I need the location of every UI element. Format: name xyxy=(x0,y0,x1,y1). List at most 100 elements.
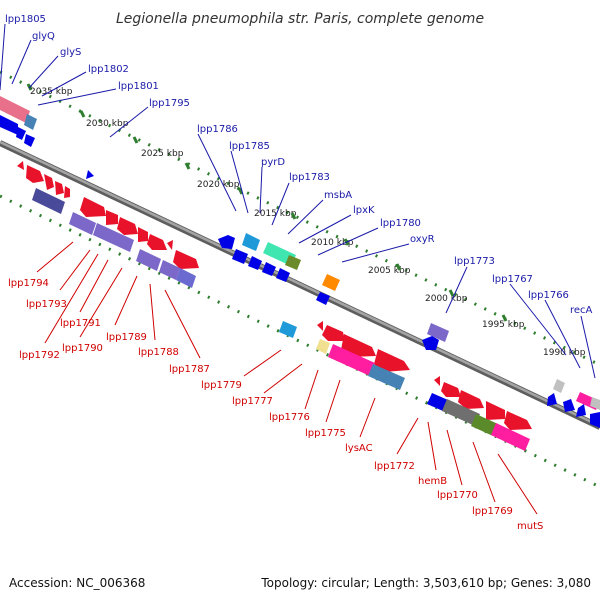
backbone-line-light xyxy=(0,140,600,428)
gene-label-lpp1773[interactable]: lpp1773 xyxy=(445,256,495,314)
gene-label-lpp1805[interactable]: lpp1805 xyxy=(0,14,46,91)
gene-feature xyxy=(106,210,118,225)
gene-feature xyxy=(341,334,376,357)
scale-tick-label: 2025 kbp xyxy=(141,149,184,159)
gene-label-lysac[interactable]: lysAC xyxy=(345,397,376,454)
gene-label-text: lpp1783 xyxy=(289,172,330,183)
scale-tick-label: 2015 kbp xyxy=(254,209,297,219)
gene-label-lpp1793[interactable]: lpp1793 xyxy=(26,249,91,310)
gene-label-glys[interactable]: glyS xyxy=(28,47,81,89)
gene-feature xyxy=(136,249,161,271)
gene-label-text: lpp1801 xyxy=(118,81,159,92)
gene-label-lpp1801[interactable]: lpp1801 xyxy=(37,81,159,106)
gene-label-lpp1802[interactable]: lpp1802 xyxy=(41,64,129,97)
gene-feature xyxy=(279,321,297,338)
gene-label-lpp1769[interactable]: lpp1769 xyxy=(472,441,513,517)
gene-label-lpp1766[interactable]: lpp1766 xyxy=(528,290,581,369)
gene-feature xyxy=(173,250,199,269)
gene-label-msba[interactable]: msbA xyxy=(287,190,352,235)
gene-label-text: lpxK xyxy=(353,205,375,216)
gene-label-lpp1788[interactable]: lpp1788 xyxy=(138,283,179,358)
gene-feature xyxy=(218,235,235,249)
gene-feature xyxy=(427,323,449,342)
gene-label-text: lpp1792 xyxy=(19,350,60,361)
gene-feature xyxy=(17,161,24,170)
gene-label-lpp1780[interactable]: lpp1780 xyxy=(317,218,421,256)
gene-feature xyxy=(368,364,405,390)
gene-feature xyxy=(24,114,37,130)
gene-label-text: lpp1769 xyxy=(472,506,513,517)
gene-label-oxyr[interactable]: oxyR xyxy=(341,234,435,263)
gene-feature xyxy=(24,134,35,147)
gene-label-text: glyS xyxy=(60,47,81,58)
gene-feature xyxy=(117,217,138,235)
gene-feature xyxy=(322,274,340,291)
gene-label-lpp1770[interactable]: lpp1770 xyxy=(437,429,478,501)
gene-label-reca[interactable]: recA xyxy=(570,305,596,379)
gene-feature xyxy=(576,404,586,417)
gene-label-text: pyrD xyxy=(261,157,285,168)
gene-feature xyxy=(147,234,167,250)
gene-label-text: lpp1793 xyxy=(26,299,67,310)
gene-label-glyq[interactable]: glyQ xyxy=(11,31,55,85)
gene-label-text: lpp1786 xyxy=(197,124,238,135)
scale-tick-label: 2020 kbp xyxy=(197,180,240,190)
gene-feature xyxy=(0,115,18,135)
gene-feature xyxy=(434,376,440,386)
gene-label-text: msbA xyxy=(324,190,352,201)
gene-label-text: lpp1788 xyxy=(138,347,179,358)
gene-label-pyrd[interactable]: pyrD xyxy=(259,157,285,214)
gene-feature xyxy=(422,336,439,350)
genome-backbone xyxy=(0,140,600,430)
scale-tick-2010: 2010 kbp xyxy=(290,212,354,248)
gene-label-text: lpp1776 xyxy=(269,412,310,423)
gene-label-lpp1776[interactable]: lpp1776 xyxy=(269,369,319,423)
gene-label-lpp1792[interactable]: lpp1792 xyxy=(19,253,99,361)
gene-label-lpp1790[interactable]: lpp1790 xyxy=(62,267,123,354)
genome-summary-text: Topology: circular; Length: 3,503,610 bp… xyxy=(260,576,591,590)
gene-label-lpp1786[interactable]: lpp1786 xyxy=(197,124,238,212)
gene-label-text: lpp1777 xyxy=(232,396,273,407)
gene-feature xyxy=(441,382,461,397)
scale-tick-label: 2035 kbp xyxy=(30,87,73,97)
gene-label-muts[interactable]: mutS xyxy=(497,453,543,532)
gene-label-lpp1777[interactable]: lpp1777 xyxy=(232,363,303,407)
gene-feature xyxy=(32,188,65,214)
gene-feature xyxy=(317,321,323,331)
gene-label-lpp1791[interactable]: lpp1791 xyxy=(60,259,109,329)
gene-label-lpp1767[interactable]: lpp1767 xyxy=(492,274,567,356)
gene-feature xyxy=(176,268,196,288)
gene-label-hemb[interactable]: hemB xyxy=(418,421,447,487)
scale-tick-2030: 2030 kbp xyxy=(79,110,129,129)
gene-feature xyxy=(322,325,345,341)
gene-label-lpxk[interactable]: lpxK xyxy=(298,205,375,244)
gene-label-lpp1785[interactable]: lpp1785 xyxy=(229,141,270,214)
outer-tick-ring xyxy=(0,70,600,367)
gene-feature xyxy=(563,399,575,412)
gene-label-text: lpp1775 xyxy=(305,428,346,439)
gene-feature xyxy=(547,393,557,406)
gene-label-text: lpp1780 xyxy=(380,218,421,229)
gene-label-lpp1794[interactable]: lpp1794 xyxy=(8,241,74,289)
gene-label-text: oxyR xyxy=(410,234,435,245)
gene-feature xyxy=(26,165,44,183)
gene-feature xyxy=(16,127,26,140)
gene-feature xyxy=(590,412,600,428)
gene-feature xyxy=(442,399,480,426)
gene-label-text: mutS xyxy=(517,521,543,532)
scale-tick-2000: 2000 kbp xyxy=(395,263,468,304)
gene-label-lpp1795[interactable]: lpp1795 xyxy=(109,98,190,138)
gene-label-lpp1772[interactable]: lpp1772 xyxy=(374,417,419,472)
gene-label-lpp1787[interactable]: lpp1787 xyxy=(164,289,210,375)
gene-feature xyxy=(276,268,290,282)
gene-label-text: lpp1794 xyxy=(8,278,49,289)
gene-feature xyxy=(86,170,94,179)
gene-label-lpp1775[interactable]: lpp1775 xyxy=(305,379,346,439)
gene-label-lpp1779[interactable]: lpp1779 xyxy=(201,349,282,391)
inner-tick-ring xyxy=(0,194,600,489)
gene-feature xyxy=(285,255,301,270)
gene-label-lpp1783[interactable]: lpp1783 xyxy=(271,172,330,226)
gene-label-lpp1789[interactable]: lpp1789 xyxy=(106,275,147,343)
gene-feature xyxy=(44,174,54,190)
